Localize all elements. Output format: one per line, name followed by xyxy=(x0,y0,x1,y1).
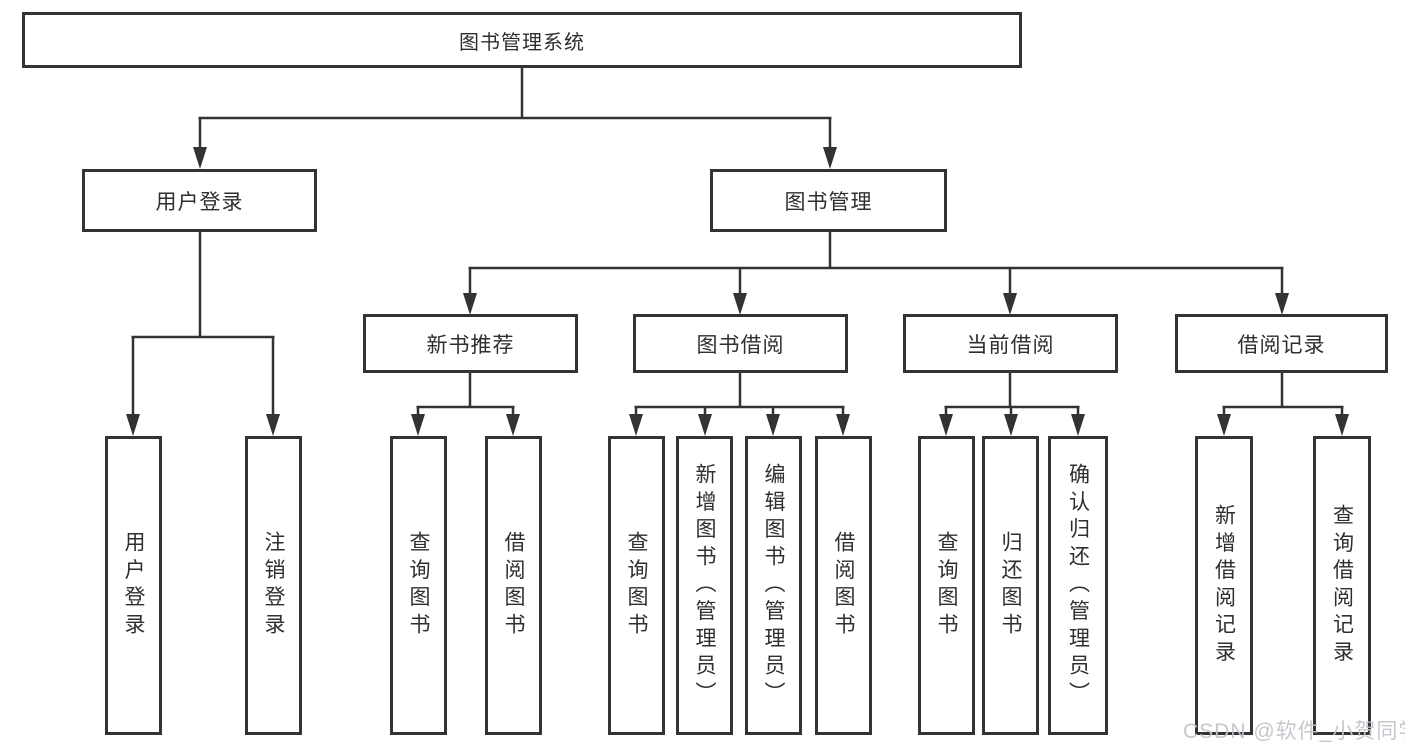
leaf-label: 借阅图书 xyxy=(502,530,525,641)
leaf-label: 新增图书（管理员） xyxy=(693,462,716,709)
leaf-user-login: 用户登录 xyxy=(105,436,162,735)
leaf-label: 用户登录 xyxy=(122,530,145,641)
node-user-login: 用户登录 xyxy=(82,169,317,232)
leaf-label: 查询图书 xyxy=(935,530,958,641)
leaf-label: 查询图书 xyxy=(407,530,430,641)
node-label: 图书管理 xyxy=(784,190,873,214)
watermark: CSDN @软件_小贺同学 xyxy=(1183,720,1405,743)
leaf-edit-books-admin: 编辑图书（管理员） xyxy=(745,436,802,735)
leaf-label: 注销登录 xyxy=(262,530,285,641)
leaf-label: 查询图书 xyxy=(625,530,648,641)
leaf-label: 查询借阅记录 xyxy=(1330,503,1354,668)
leaf-query-borrow-record: 查询借阅记录 xyxy=(1313,436,1371,735)
leaf-label: 新增借阅记录 xyxy=(1212,503,1236,668)
arrowheads xyxy=(126,147,1349,436)
leaf-label: 编辑图书（管理员） xyxy=(762,462,785,709)
leaf-query-books-borrow: 查询图书 xyxy=(608,436,665,735)
leaf-query-books-current: 查询图书 xyxy=(918,436,975,735)
node-book-management: 图书管理 xyxy=(710,169,947,232)
leaf-label: 确认归还（管理员） xyxy=(1066,462,1090,709)
node-label: 当前借阅 xyxy=(966,333,1055,357)
node-label: 图书管理系统 xyxy=(459,31,585,54)
node-new-book-recommendation: 新书推荐 xyxy=(363,314,578,373)
node-label: 新书推荐 xyxy=(426,333,515,357)
node-label: 用户登录 xyxy=(155,190,244,214)
leaf-query-books-recommend: 查询图书 xyxy=(390,436,447,735)
node-book-borrowing: 图书借阅 xyxy=(633,314,848,373)
leaf-label: 归还图书 xyxy=(999,530,1022,641)
node-borrowing-records: 借阅记录 xyxy=(1175,314,1388,373)
leaf-add-books-admin: 新增图书（管理员） xyxy=(676,436,733,735)
node-current-borrowing: 当前借阅 xyxy=(903,314,1118,373)
leaf-logout: 注销登录 xyxy=(245,436,302,735)
leaf-add-borrow-record: 新增借阅记录 xyxy=(1195,436,1253,735)
leaf-confirm-return-admin: 确认归还（管理员） xyxy=(1048,436,1108,735)
node-label: 图书借阅 xyxy=(696,333,785,357)
node-label: 借阅记录 xyxy=(1237,333,1326,357)
leaf-return-books: 归还图书 xyxy=(982,436,1039,735)
leaf-borrow-books-recommend: 借阅图书 xyxy=(485,436,542,735)
node-library-management-system: 图书管理系统 xyxy=(22,12,1022,68)
leaf-label: 借阅图书 xyxy=(832,530,855,641)
leaf-borrow-books: 借阅图书 xyxy=(815,436,872,735)
